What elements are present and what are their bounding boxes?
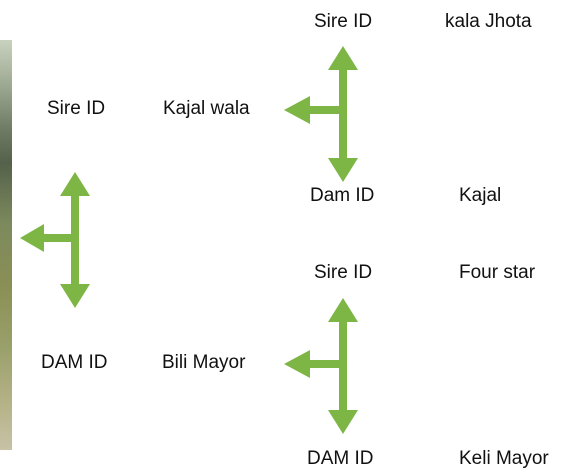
root-dam-label: DAM ID — [41, 352, 108, 373]
background-photo-edge — [0, 40, 12, 450]
sire-branch-dam-name: Kajal — [459, 185, 502, 206]
root-sire-name: Kajal wala — [163, 98, 250, 119]
sire-branch-dam-label: Dam ID — [310, 185, 375, 206]
dam-branch-connector-arrow — [284, 298, 358, 434]
root-sire-label: Sire ID — [47, 98, 106, 119]
dam-branch-dam-name: Keli Mayor — [459, 448, 549, 469]
dam-branch-sire-label: Sire ID — [314, 262, 373, 283]
dam-branch-sire-name: Four star — [459, 262, 536, 283]
root-connector-arrow — [20, 172, 90, 308]
dam-branch-dam-label: DAM ID — [307, 448, 374, 469]
sire-branch-sire-name: kala Jhota — [445, 11, 532, 32]
sire-branch-connector-arrow — [284, 46, 358, 182]
sire-branch-sire-label: Sire ID — [314, 11, 373, 32]
root-dam-name: Bili Mayor — [162, 352, 246, 373]
